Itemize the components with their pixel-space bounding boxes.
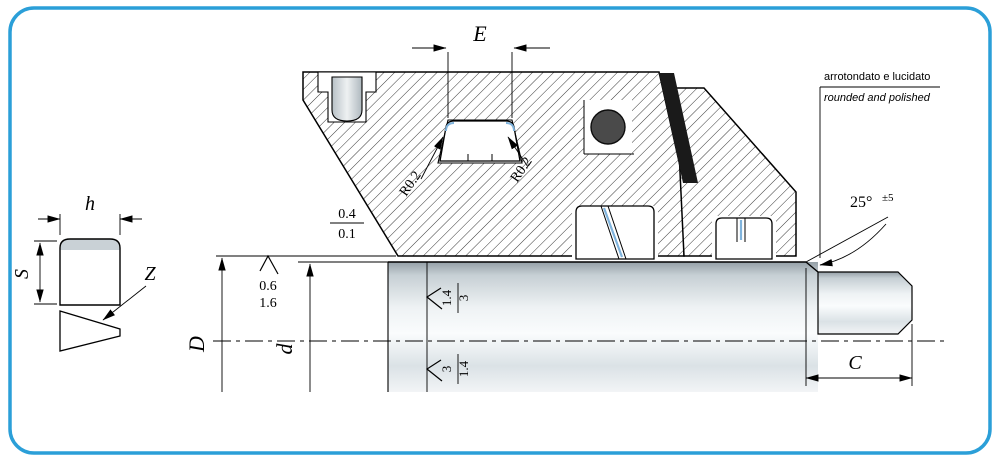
rod <box>387 261 913 392</box>
rod-finish-lower-den: 1.4 <box>456 360 471 377</box>
surface-finish-symbol-upper <box>425 287 443 310</box>
angle-tolerance-label: ±5 <box>882 192 894 204</box>
dim-E-label: E <box>472 21 487 46</box>
rod-seal-2-slot <box>736 218 746 242</box>
o-ring <box>590 109 626 145</box>
dim-Z: Z <box>102 263 156 321</box>
dim-d: d <box>272 261 388 392</box>
dim-Z-leader <box>102 285 147 321</box>
seal-profile-lip <box>59 310 121 352</box>
rod-chamfer-edge <box>805 261 819 273</box>
radius-right-leader <box>507 136 529 168</box>
oring-pocket-walls <box>583 100 634 155</box>
dim-E: E <box>412 21 550 118</box>
dim-S: S <box>11 240 57 305</box>
dim-E-extension-lines <box>447 52 513 118</box>
angle-arc <box>819 223 887 267</box>
edge-note-italian: arrotondato e lucidato <box>824 71 930 83</box>
dim-D-label: D <box>184 336 209 353</box>
rod-seal-2 <box>715 217 773 260</box>
wiper-seal-accent-right <box>505 122 515 132</box>
rod-seal-1-accent <box>602 207 624 258</box>
rod-finish-upper-num: 1.4 <box>439 289 454 306</box>
edge-note-english: rounded and polished <box>824 92 931 104</box>
plug <box>331 76 363 122</box>
bore-finish-num: 0.6 <box>259 279 277 294</box>
housing <box>302 71 797 260</box>
dim-h-label: h <box>85 193 95 215</box>
dim-C: C <box>805 268 913 386</box>
dim-Z-label: Z <box>144 263 156 285</box>
rod-finish-lower-num: 3 <box>439 366 454 373</box>
dim-h: h <box>38 193 142 235</box>
dim-D: D <box>184 255 396 392</box>
bore-finish-callout: 0.6 1.6 <box>259 254 279 311</box>
rod-seal-1 <box>575 205 655 260</box>
rod-finish-lower: 3 1.4 <box>425 354 471 384</box>
rod-finish-upper-den: 3 <box>456 295 471 302</box>
step-denominator: 0.1 <box>338 227 356 242</box>
dim-C-label: C <box>848 352 862 374</box>
wiper-seal-feet <box>467 154 493 161</box>
dim-S-label: S <box>11 269 33 279</box>
seal-profile-body <box>59 238 121 306</box>
edge-note: arrotondato e lucidato rounded and polis… <box>819 71 940 258</box>
dim-S-extension-lines <box>34 240 57 305</box>
seal-profile-top-shade <box>60 239 120 250</box>
rod-body <box>388 262 818 392</box>
rod-finish-upper: 1.4 3 <box>425 283 471 313</box>
angle-value-label: 25° <box>850 194 872 211</box>
step-numerator: 0.4 <box>338 207 356 222</box>
surface-finish-symbol <box>259 254 279 275</box>
wiper-seal-accent-left <box>445 122 455 132</box>
backup-ring-wedge <box>659 73 698 183</box>
rod-end <box>817 271 913 335</box>
rod-seal-1-slot <box>600 205 627 260</box>
radius-left-leader <box>420 136 444 180</box>
wiper-seal <box>439 120 521 162</box>
housing-section-right <box>675 87 797 257</box>
seal-profile-figure: h S Z <box>11 193 156 352</box>
surface-finish-symbol-lower <box>425 359 443 382</box>
bore-finish-den: 1.6 <box>259 296 277 311</box>
dim-d-label: d <box>272 343 297 355</box>
step-fraction: 0.4 0.1 <box>330 207 364 242</box>
